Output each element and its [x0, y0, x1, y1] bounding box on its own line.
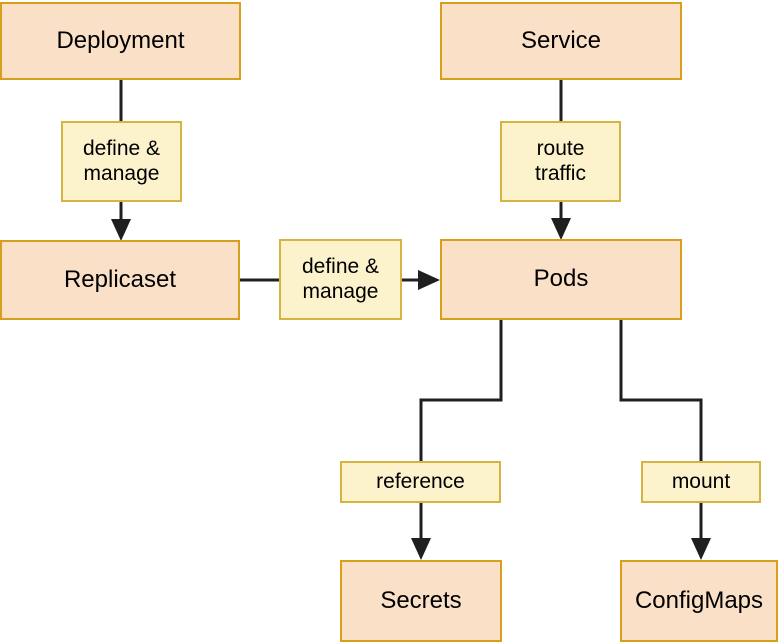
edge-label-pods-to-configmaps-text: mount	[671, 469, 731, 493]
arrowhead-secrets	[411, 538, 431, 560]
node-configmaps[interactable]: ConfigMaps	[620, 560, 778, 642]
arrowhead-configmaps	[691, 538, 711, 560]
node-replicaset[interactable]: Replicaset	[0, 240, 240, 320]
edge-label-pods-to-secrets-text: reference	[376, 469, 465, 493]
node-pods[interactable]: Pods	[440, 239, 682, 320]
arrowhead-pods-top	[551, 218, 571, 240]
node-service-label: Service	[520, 26, 602, 54]
connector-pods-to-mount	[619, 320, 703, 461]
arrowhead-pods-left	[418, 270, 440, 290]
edge-label-deployment-to-replicaset[interactable]: define & manage	[61, 121, 182, 202]
edge-label-service-to-pods[interactable]: route traffic	[500, 121, 621, 202]
edge-label-pods-to-secrets[interactable]: reference	[340, 461, 501, 503]
node-replicaset-label: Replicaset	[63, 265, 177, 293]
edge-label-pods-to-configmaps[interactable]: mount	[641, 461, 761, 503]
node-deployment-label: Deployment	[56, 26, 185, 54]
node-deployment[interactable]: Deployment	[0, 2, 241, 80]
edge-label-replicaset-to-pods-text: define & manage	[301, 254, 380, 303]
edge-label-service-to-pods-text: route traffic	[535, 136, 586, 185]
connector-pods-to-reference	[419, 320, 503, 461]
node-secrets[interactable]: Secrets	[340, 560, 502, 642]
node-service[interactable]: Service	[440, 2, 682, 80]
edge-label-replicaset-to-pods[interactable]: define & manage	[279, 239, 402, 320]
edge-label-deployment-to-replicaset-text: define & manage	[82, 136, 161, 185]
node-pods-label: Pods	[533, 265, 589, 293]
arrowhead-replicaset	[111, 219, 131, 241]
node-secrets-label: Secrets	[380, 586, 462, 614]
node-configmaps-label: ConfigMaps	[634, 586, 764, 614]
